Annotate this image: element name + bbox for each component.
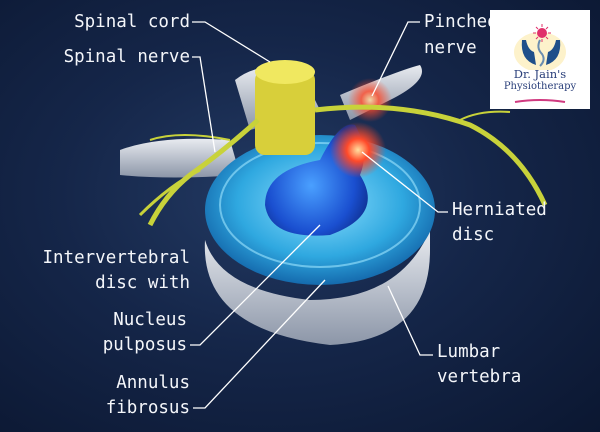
logo-name: Dr. Jain's [513, 67, 567, 81]
spinal-cord [255, 70, 315, 155]
transverse-process-left [120, 138, 240, 178]
hands-sun-icon [514, 24, 566, 70]
label-annulus-line1: Annulus [116, 373, 190, 393]
lumbar-vertebra [204, 230, 430, 345]
logo-swoosh [514, 99, 566, 103]
clinic-logo: Dr. Jain's Physiotherapy [490, 10, 590, 109]
label-spinal-cord: Spinal cord [74, 12, 190, 32]
label-annulus-line2: fibrosus [105, 398, 190, 418]
label-herniated-line1: Herniated [452, 200, 547, 220]
label-intervertebral-line1: Intervertebral [42, 248, 190, 268]
pinched-nerve [314, 104, 548, 207]
label-herniated-line2: disc [452, 225, 495, 245]
label-spinal-nerve: Spinal nerve [63, 47, 190, 67]
label-intervertebral-line2: disc with [95, 273, 190, 293]
herniation-inflammation [330, 122, 386, 178]
label-pinched-nerve-line2: nerve [424, 38, 477, 58]
label-pinched-nerve-line1: Pinched [424, 12, 498, 32]
label-lumbar-line2: vertebra [437, 367, 522, 387]
logo-subtitle: Physiotherapy [503, 81, 577, 92]
label-lumbar-line1: Lumbar [437, 342, 501, 362]
label-nucleus-line1: Nucleus [113, 310, 187, 330]
label-nucleus-line2: pulposus [102, 335, 187, 355]
